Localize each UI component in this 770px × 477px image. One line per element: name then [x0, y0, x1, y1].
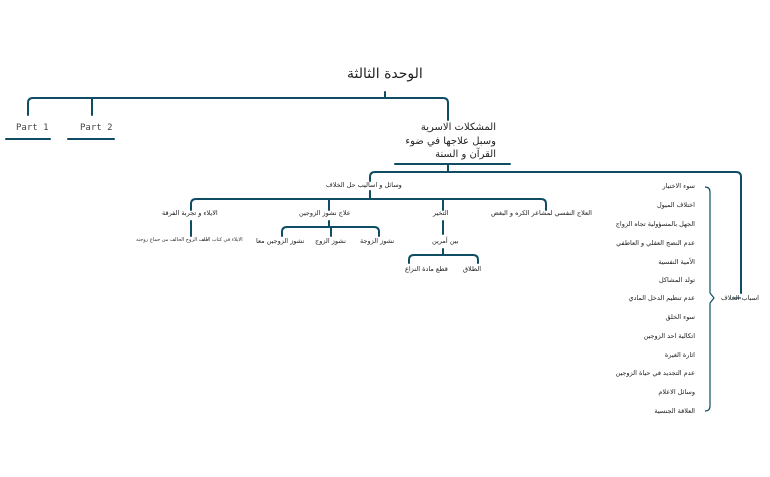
cause-item[interactable]: العلاقة الجنسية — [654, 407, 695, 415]
part-1-label[interactable]: Part 1 — [16, 123, 49, 133]
node-ila[interactable]: الايلاء و تجربة الفرقة — [162, 209, 218, 217]
node-ila-sub1[interactable]: الايلاء في كتاب الله — [203, 237, 243, 243]
cause-item[interactable]: سوء الخلق — [665, 313, 695, 321]
node-nushuz-wife[interactable]: نشوز الزوجة — [360, 237, 395, 245]
methods-label[interactable]: وسائل و اساليب حل الخلاف — [326, 181, 402, 189]
main-topic[interactable]: المشكلات الاسرية وسبل علاجها في ضوء القر… — [405, 122, 496, 160]
node-nushuz-both[interactable]: نشوز الزوجين معا — [256, 237, 305, 245]
cause-item[interactable]: وسائل الاعلام — [658, 388, 695, 396]
node-choice[interactable]: التخير — [433, 209, 449, 217]
cause-item[interactable]: عدم تنظيم الدخل المادي — [628, 294, 695, 302]
node-ila-sub2[interactable]: حلف الزوج الحالف من جماع زوجته — [136, 237, 209, 243]
node-psych[interactable]: العلاج النفسي لمشاعر الكره و البغض — [491, 209, 592, 217]
node-nushuz[interactable]: علاج نشوز الزوجين — [299, 209, 351, 217]
node-between[interactable]: بين أمرين — [432, 237, 459, 245]
cause-item[interactable]: اتكالية احد الزوجين — [643, 332, 695, 340]
cause-item[interactable]: عدم التجديد في حياة الزوجين — [615, 369, 696, 377]
cause-item[interactable]: اثارة الغيرة — [664, 351, 695, 359]
page-title: الوحدة الثالثة — [347, 66, 423, 82]
cause-item[interactable]: الجهل بالمسؤولية تجاه الزواج — [615, 220, 695, 228]
cause-item[interactable]: اختلاف الميول — [656, 201, 695, 209]
cause-item[interactable]: تولد المشاكل — [659, 276, 695, 284]
cause-item[interactable]: عدم النضج العقلي و العاطفي — [616, 239, 695, 247]
cause-item[interactable]: الأمية النفسية — [658, 258, 695, 266]
node-nushuz-husband[interactable]: نشوز الزوج — [315, 237, 346, 245]
cause-item[interactable]: سوء الاختيار — [662, 182, 696, 190]
node-cut[interactable]: قطع مادة النزاع — [405, 265, 448, 273]
causes-label[interactable]: اسباب الخلاف — [721, 294, 759, 302]
part-2-label[interactable]: Part 2 — [80, 123, 113, 133]
node-divorce[interactable]: الطلاق — [463, 265, 482, 273]
